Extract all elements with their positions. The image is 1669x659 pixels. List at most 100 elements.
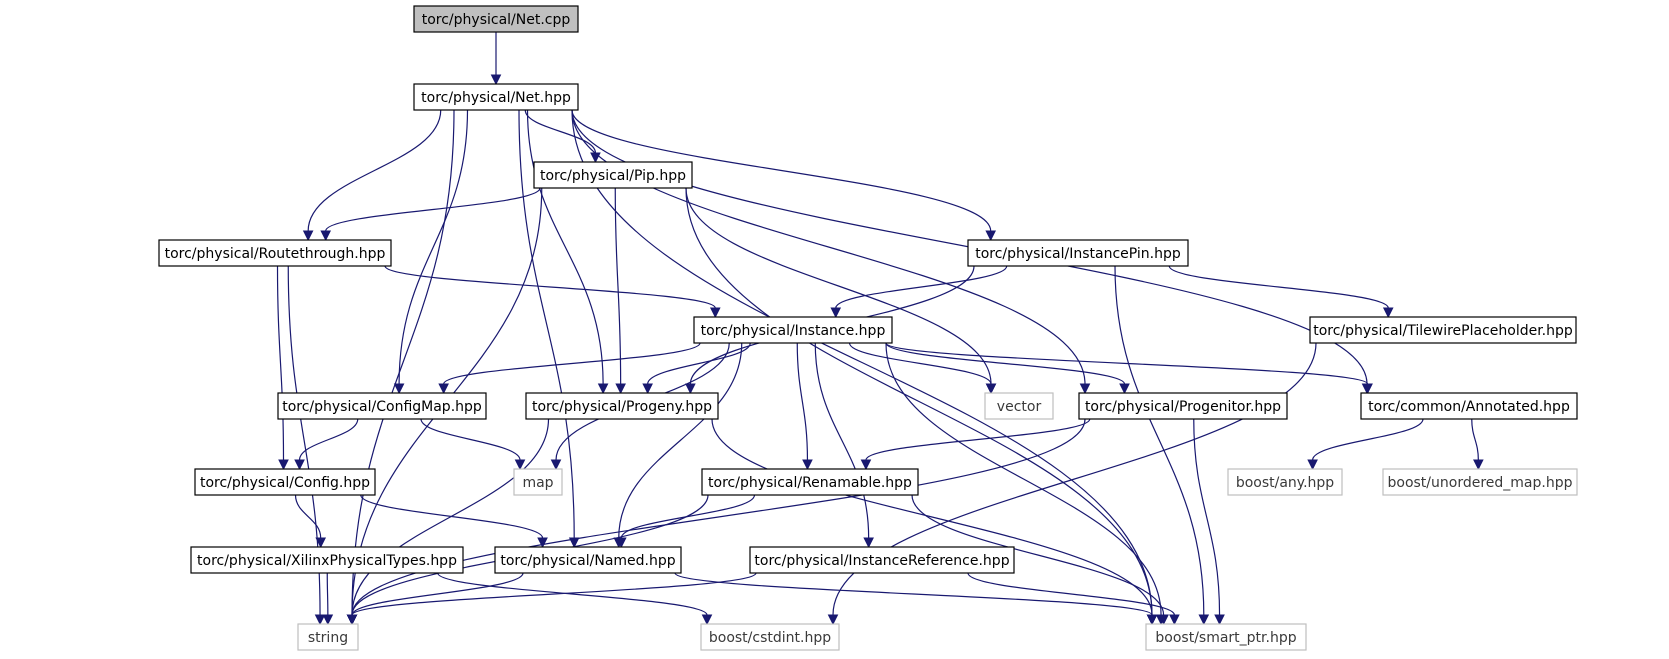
node-box [158, 239, 392, 267]
edge-arrowhead [863, 537, 874, 549]
node-box [297, 623, 359, 651]
node-label: torc/physical/Instance.hpp [701, 323, 886, 339]
node-label: torc/physical/InstancePin.hpp [975, 246, 1181, 262]
node-box [1360, 392, 1578, 420]
node-xilinx[interactable]: torc/physical/XilinxPhysicalTypes.hpp [190, 546, 464, 574]
node-annotated[interactable]: torc/common/Annotated.hpp [1360, 392, 1578, 420]
node-label: torc/physical/Routethrough.hpp [165, 246, 386, 262]
edge-xilinx-to-cstdint [437, 572, 708, 616]
edge-arrowhead [685, 383, 696, 395]
edge-arrowhead [701, 614, 713, 626]
node-cstdint: boost/cstdint.hpp [700, 623, 840, 651]
edge-renamable-to-smart-ptr [911, 494, 1165, 616]
node-box [513, 468, 563, 496]
edge-named-to-string [351, 572, 524, 616]
node-label: torc/physical/Net.hpp [421, 90, 571, 106]
node-configmap[interactable]: torc/physical/ConfigMap.hpp [277, 392, 487, 420]
node-instance[interactable]: torc/physical/Instance.hpp [693, 316, 893, 344]
edge-annotated-to-boost-any [1312, 418, 1424, 461]
edge-arrowhead [514, 459, 526, 471]
edge-arrowhead [320, 230, 332, 242]
edge-instance-to-smart-ptr [885, 342, 1162, 616]
edge-pip-to-vector [685, 187, 992, 385]
node-label: torc/physical/Progenitor.hpp [1085, 399, 1281, 415]
edge-config-to-xilinx [294, 494, 322, 539]
node-label: map [522, 475, 553, 491]
edge-arrowhead [1146, 614, 1158, 626]
node-net-hpp[interactable]: torc/physical/Net.hpp [413, 83, 579, 111]
node-pip[interactable]: torc/physical/Pip.hpp [533, 161, 693, 189]
node-label: torc/physical/InstanceReference.hpp [754, 553, 1009, 569]
nodes-layer: torc/physical/Net.cpp torc/physical/Net.h… [158, 5, 1578, 651]
node-label: torc/physical/Net.cpp [422, 12, 571, 28]
edge-arrowhead [1382, 307, 1394, 319]
node-named[interactable]: torc/physical/Named.hpp [494, 546, 682, 574]
edge-arrowhead [322, 614, 334, 626]
edge-net-hpp-to-pip [524, 109, 597, 154]
node-box [525, 392, 719, 420]
edge-arrowhead [802, 459, 813, 471]
edge-annotated-to-boost-unordered [1471, 418, 1479, 461]
node-vector: vector [984, 392, 1054, 420]
edge-progeny-to-string [351, 418, 550, 616]
node-map: map [513, 468, 563, 496]
edge-arrowhead [1473, 459, 1484, 471]
edge-arrowhead [568, 537, 580, 549]
node-box [1309, 316, 1577, 344]
node-box [1078, 392, 1288, 420]
edge-arrowhead [1158, 614, 1169, 626]
node-routethrough[interactable]: torc/physical/Routethrough.hpp [158, 239, 392, 267]
node-label: torc/common/Annotated.hpp [1368, 399, 1570, 415]
edge-arrowhead [615, 537, 627, 549]
node-label: boost/cstdint.hpp [709, 630, 831, 646]
edge-configmap-to-config [298, 418, 359, 461]
edge-arrowhead [393, 383, 405, 395]
edge-arrowhead [294, 459, 305, 471]
edge-arrowhead [550, 459, 562, 471]
edge-arrowhead [642, 383, 653, 395]
node-box [494, 546, 682, 574]
edge-arrowhead [827, 614, 839, 626]
node-box [967, 239, 1189, 267]
edge-progeny-to-smart-ptr [711, 418, 1153, 616]
node-net-cpp[interactable]: torc/physical/Net.cpp [413, 5, 579, 33]
node-label: boost/any.hpp [1236, 475, 1334, 491]
node-instancepin[interactable]: torc/physical/InstancePin.hpp [967, 239, 1189, 267]
edge-net-hpp-to-progeny [526, 109, 604, 385]
edge-arrowhead [830, 307, 842, 319]
node-progenitor[interactable]: torc/physical/Progenitor.hpp [1078, 392, 1288, 420]
node-label: torc/physical/Pip.hpp [540, 168, 686, 184]
edge-arrowhead [1362, 383, 1373, 395]
node-box [413, 83, 579, 111]
edge-arrowhead [302, 230, 314, 242]
node-tileplaceholder[interactable]: torc/physical/TilewirePlaceholder.hpp [1309, 316, 1577, 344]
edge-net-hpp-to-smart-ptr [571, 109, 1153, 616]
node-label: torc/physical/XilinxPhysicalTypes.hpp [197, 553, 457, 569]
node-progeny[interactable]: torc/physical/Progeny.hpp [525, 392, 719, 420]
node-string: string [297, 623, 359, 651]
edge-instance-to-instref [814, 342, 870, 539]
edge-net-hpp-to-named [518, 109, 575, 539]
edge-instance-to-named [618, 342, 743, 539]
node-box [533, 161, 693, 189]
edge-arrowhead [438, 383, 449, 395]
edge-arrowhead [709, 307, 721, 319]
edge-instance-to-progenitor [885, 342, 1126, 385]
node-label: torc/physical/ConfigMap.hpp [282, 399, 482, 415]
edge-arrowhead [1119, 383, 1130, 395]
node-config[interactable]: torc/physical/Config.hpp [194, 468, 376, 496]
edge-instance-to-annotated [885, 342, 1369, 385]
node-box [693, 316, 893, 344]
node-instref[interactable]: torc/physical/InstanceReference.hpp [749, 546, 1015, 574]
edge-pip-to-routethrough [325, 187, 541, 232]
node-renamable[interactable]: torc/physical/Renamable.hpp [701, 468, 919, 496]
edge-xilinx-to-string [326, 572, 329, 616]
edge-arrowhead [314, 614, 326, 626]
edge-instref-to-smart-ptr [967, 572, 1175, 616]
edge-instancepin-to-smart-ptr [1114, 265, 1205, 616]
edge-progenitor-to-string [351, 418, 1086, 616]
node-box [700, 623, 840, 651]
node-label: torc/physical/TilewirePlaceholder.hpp [1313, 323, 1573, 339]
edge-instref-to-string [351, 572, 757, 616]
